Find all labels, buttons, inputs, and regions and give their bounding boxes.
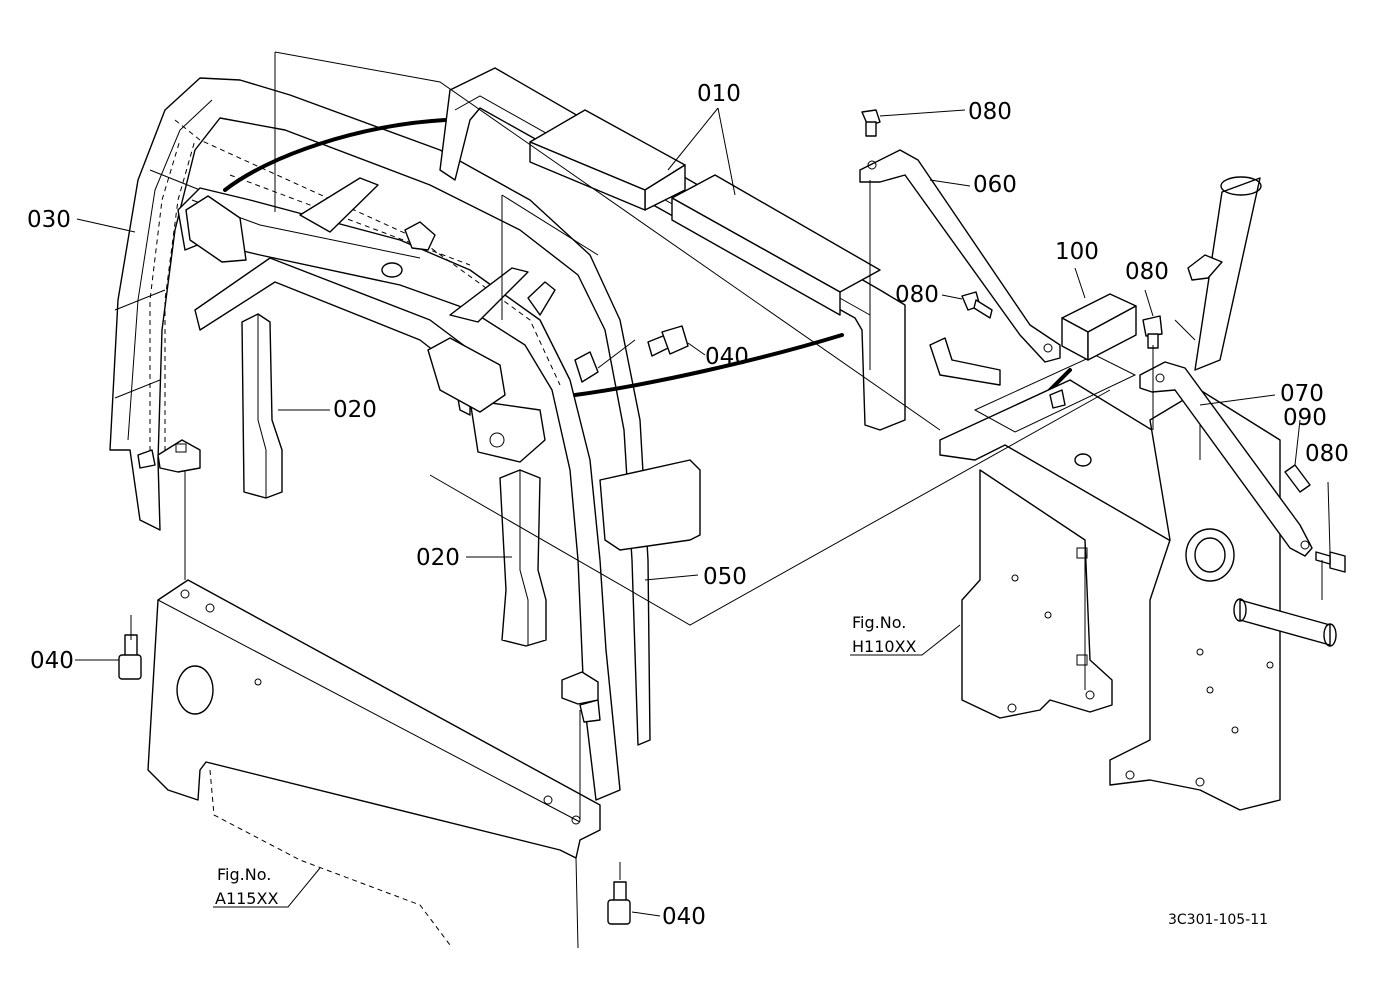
rear-arch-frame [109,77,651,746]
callout-040-top: 040 [705,344,749,370]
pedal-shaft [1233,598,1337,647]
front-frame [177,187,701,801]
block-100 [1061,293,1137,361]
rubber-pad-right [499,469,547,647]
fig-ref-h-code: H110XX [852,637,917,656]
fig-ref-a-code: A115XX [215,889,278,908]
bolt-040-left [118,634,142,680]
callout-080-low: 080 [1305,441,1349,467]
callout-040-left: 040 [30,648,74,674]
callout-080-top: 080 [968,99,1012,125]
pad-block-upper [529,109,686,211]
callout-100: 100 [1055,239,1099,265]
callout-010: 010 [697,81,741,107]
callout-020-lower: 020 [416,545,460,571]
drawing-code: 3C301-105-11 [1168,912,1268,928]
callout-040-bottom: 040 [662,904,706,930]
callout-080-mid: 080 [895,282,939,308]
side-plate-right [1109,389,1281,811]
clip-left [137,439,201,473]
clip-right [561,671,601,723]
bolt-080-right [1142,315,1163,349]
callout-020-upper: 020 [333,397,377,423]
leader-lines [75,107,1331,917]
callout-080-right: 080 [1125,259,1169,285]
bolt-040-bottom [607,881,631,925]
callout-030: 030 [27,207,71,233]
rod-060 [859,149,1061,363]
rod-070 [1139,361,1313,557]
fig-ref-h-label: Fig.No. [852,613,906,632]
pad-block-lower [671,174,881,316]
callout-060: 060 [973,172,1017,198]
frame-brackets [299,177,599,383]
bolt-040-top [647,325,689,357]
assembly-guide-lines [130,51,1323,880]
bolt-080-mid [961,291,993,319]
fig-ref-a-label: Fig.No. [217,865,271,884]
upright-tube [1174,176,1262,371]
bolt-080-top [861,109,881,137]
bolt-080-low [1315,551,1346,573]
rubber-pad-left [241,313,283,499]
callout-050: 050 [703,564,747,590]
callout-070: 070 [1280,381,1324,407]
base-plate [147,579,601,949]
callout-090: 090 [1283,405,1327,431]
pin-090 [1284,464,1311,493]
control-cable [223,118,447,192]
